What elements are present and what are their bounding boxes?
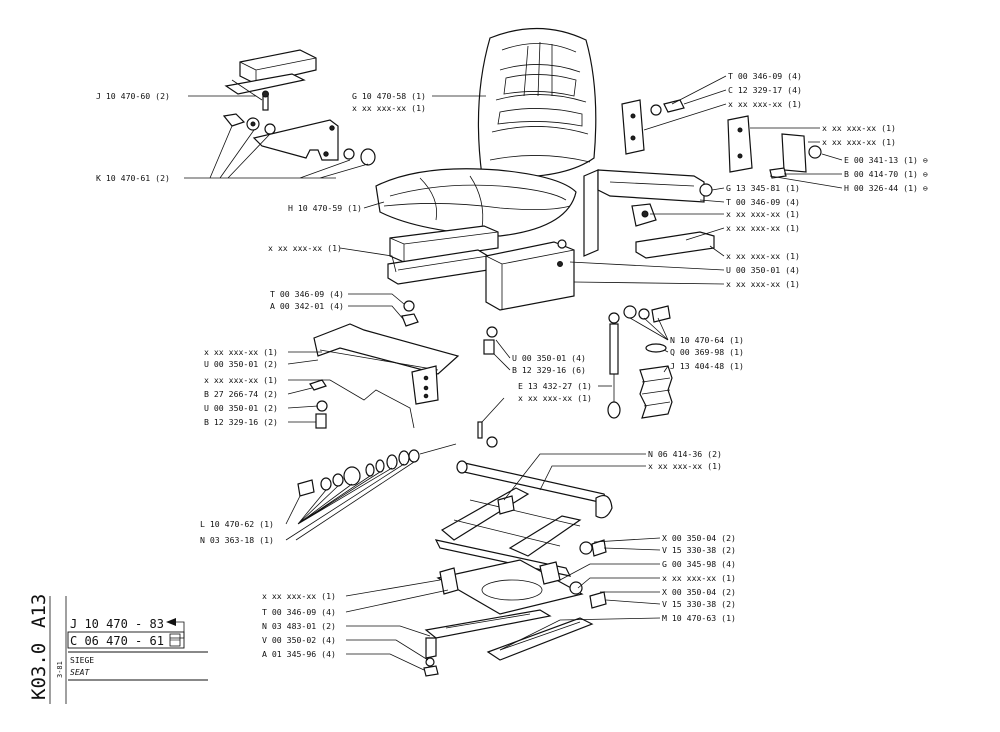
callout-b-27-266-74: B 27 266-74 (2) [204,389,278,399]
arrow-icon [166,618,176,626]
callout-xx-side-2: x xx xxx-xx (1) [726,223,800,233]
callout-h-10-470-59: H 10 470-59 (1) [288,203,362,213]
callout-xx-lower: x xx xxx-xx (1) [262,591,336,601]
page-code-primary: A13 [28,594,50,628]
callout-xx-base: x xx xxx-xx (1) [662,573,736,583]
callout-xx-bracket-2: x xx xxx-xx (1) [204,375,278,385]
callout-b-12-329-16-a: B 12 329-16 (2) [204,417,278,427]
backrest-frame [583,169,715,259]
seat-rails [387,225,499,327]
callout-x-00-350-04-b: X 00 350-04 (2) [662,587,736,597]
armrest-bracket [222,113,376,166]
callout-m-10-470-63: M 10 470-63 (1) [662,613,736,623]
callout-t-00-346-09-b: T 00 346-09 (4) [728,71,802,81]
spacer-stack [297,421,498,497]
name-french: SIEGE [70,656,94,665]
seat-pan [483,239,575,355]
callout-xx-axle: x xx xxx-xx (1) [648,461,722,471]
title-block: A13 K03.0 3-81 J 10 470 - 83 C 06 470 - … [28,594,208,704]
callout-g-10-470-58: G 10 470-58 (1) [352,91,426,101]
left-frame-bracket [309,323,460,429]
callout-e-13-432-27: E 13 432-27 (1) [518,381,592,391]
callout-n-10-470-64: N 10 470-64 (1) [670,335,744,345]
rubber-bellow [639,343,673,419]
callout-xx-side-3: x xx xxx-xx (1) [726,251,800,261]
callout-xx-arm-1: x xx xxx-xx (1) [728,99,802,109]
callout-u-00-350-01-a: U 00 350-01 (2) [204,359,278,369]
callout-xx-side-1: x xx xxx-xx (1) [726,209,800,219]
reference-1: J 10 470 - 83 [70,617,164,631]
callout-a-01-345-96: A 01 345-96 (4) [262,649,336,659]
callout-b-12-329-16-b: B 12 329-16 (6) [512,365,586,375]
callout-v-00-350-02: V 00 350-02 (4) [262,635,336,645]
callout-h-00-326-44: H 00 326-44 (1) ⊖ [844,183,928,193]
callout-u-00-350-01-d: U 00 350-01 (4) [726,265,800,275]
callout-n-03-363-18: N 03 363-18 (1) [200,535,274,545]
reference-2: C 06 470 - 61 [70,634,164,648]
callout-b-00-414-70: B 00 414-70 (1) ⊖ [844,169,928,179]
date-code: 3-81 [56,661,64,678]
callout-n-03-483-01: N 03 483-01 (2) [262,621,336,631]
callout-t-00-346-09-d: T 00 346-09 (4) [262,607,336,617]
callout-xx-arm-3: x xx xxx-xx (1) [822,137,896,147]
callout-k-10-470-61: K 10 470-61 (2) [96,173,170,183]
callout-g-13-345-81: G 13 345-81 (1) [726,183,800,193]
callout-labels: J 10 470-60 (2) K 10 470-61 (2) G 10 470… [96,71,928,659]
callout-xx-bracket-1: x xx xxx-xx (1) [204,347,278,357]
callout-v-15-330-38-b: V 15 330-38 (2) [662,599,736,609]
callout-a-00-342-01: A 00 342-01 (4) [270,301,344,311]
callout-g-00-345-98: G 00 345-98 (4) [662,559,736,569]
callout-j-13-404-48: J 13 404-48 (1) [670,361,744,371]
callout-n-06-414-36: N 06 414-36 (2) [648,449,722,459]
lower-rails [423,609,594,677]
callout-t-00-346-09-c: T 00 346-09 (4) [726,197,800,207]
callout-xx-rail-1: x xx xxx-xx (1) [268,243,342,253]
leader-lines [170,75,843,671]
base-plate [436,559,607,615]
seat-cushion [375,168,577,237]
callout-u-00-350-01-b: U 00 350-01 (2) [204,403,278,413]
callout-t-00-346-09-a: T 00 346-09 (4) [270,289,344,299]
backrest [477,27,597,178]
callout-e-00-341-13: E 00 341-13 (1) ⊖ [844,155,928,165]
page-code-secondary: K03.0 [28,643,50,700]
shock-absorber [607,305,671,419]
callout-c-12-329-17: C 12 329-17 (4) [728,85,802,95]
callout-xx-seat-1: x xx xxx-xx (1) [352,103,426,113]
callout-xx-arm-2: x xx xxx-xx (1) [822,123,896,133]
reference-2-box [67,631,185,649]
callout-xx-side-4: x xx xxx-xx (1) [726,279,800,289]
scissor-frame [434,460,613,577]
name-english: SEAT [70,668,90,677]
callout-v-15-330-38-a: V 15 330-38 (2) [662,545,736,555]
callout-j-10-470-60: J 10 470-60 (2) [96,91,170,101]
upper-right-brackets [621,99,822,197]
callout-u-00-350-01-c: U 00 350-01 (4) [512,353,586,363]
callout-x-00-350-04-a: X 00 350-04 (2) [662,533,736,543]
callout-xx-pin: x xx xxx-xx (1) [518,393,592,403]
callout-q-00-369-98: Q 00 369-98 (1) [670,347,744,357]
armrest-pad [224,49,317,111]
callout-l-10-470-62: L 10 470-62 (1) [200,519,274,529]
